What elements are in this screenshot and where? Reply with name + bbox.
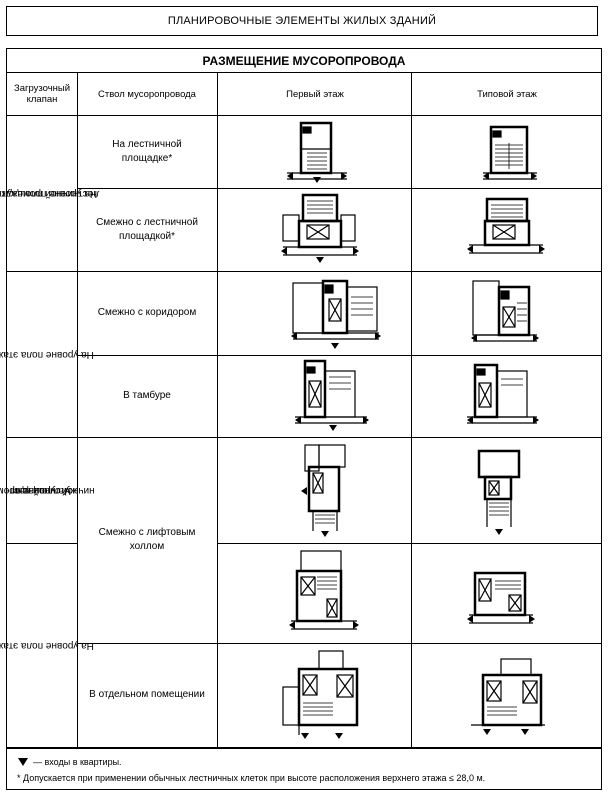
legend-text: — входы в квартиры. bbox=[33, 757, 122, 767]
header-shaft: Ствол мусоропровода bbox=[77, 73, 217, 115]
table-banner-text: РАЗМЕЩЕНИЕ МУСОРОПРОВОДА bbox=[202, 53, 406, 68]
floor-plan-first-7 bbox=[282, 650, 359, 739]
grid-line bbox=[7, 115, 601, 116]
floor-plan-typical-3 bbox=[471, 280, 539, 342]
header-valve-text: Загрузочный клапан bbox=[13, 83, 71, 105]
grid-line bbox=[217, 543, 601, 544]
shaft-label-6: В отдельном помещении bbox=[89, 689, 205, 700]
floor-plan-first-2 bbox=[281, 193, 359, 263]
header-shaft-text: Ствол мусоропровода bbox=[98, 88, 196, 100]
entrance-arrow-icon bbox=[18, 758, 28, 766]
floor-plan-first-3 bbox=[291, 279, 381, 349]
header-typical-floor-text: Типовой этаж bbox=[477, 88, 537, 100]
group-label-2: На уровне пола этажа bbox=[0, 349, 94, 360]
floor-plan-typical-2 bbox=[467, 197, 545, 254]
garbage-chute-table: РАЗМЕЩЕНИЕ МУСОРОПРОВОДА Загрузочный кла… bbox=[0, 48, 602, 790]
floor-plan-typical-1 bbox=[483, 125, 537, 180]
floor-plan-first-4 bbox=[295, 359, 369, 431]
grid-line bbox=[7, 543, 77, 544]
floor-plan-typical-6 bbox=[467, 571, 535, 624]
legend: — входы в квартиры. bbox=[17, 757, 122, 767]
floor-plan-first-1 bbox=[287, 121, 347, 183]
grid-line bbox=[217, 73, 218, 747]
grid-line bbox=[77, 73, 78, 747]
floor-plan-typical-7 bbox=[471, 658, 545, 735]
floor-plan-first-5 bbox=[301, 444, 346, 537]
footnote: * Допускается при применении обычных лес… bbox=[17, 773, 485, 783]
group-label-1: На уровне промежуточнойлестничной площад… bbox=[0, 188, 100, 199]
shaft-label-4: В тамбуре bbox=[123, 390, 171, 401]
grid-line bbox=[7, 747, 601, 749]
page-title: ПЛАНИРОВОЧНЫЕ ЭЛЕМЕНТЫ ЖИЛЫХ ЗДАНИЙ bbox=[6, 6, 598, 36]
table-banner: РАЗМЕЩЕНИЕ МУСОРОПРОВОДА bbox=[7, 49, 601, 73]
header-first-floor-text: Первый этаж bbox=[286, 88, 344, 100]
grid-line bbox=[77, 643, 601, 644]
grid-line bbox=[77, 188, 601, 189]
grid-line bbox=[411, 73, 412, 747]
header-valve: Загрузочный клапан bbox=[7, 73, 77, 115]
group-label-3: На уровне проме-жуточной лест-ничной пло… bbox=[0, 485, 96, 496]
page-title-text: ПЛАНИРОВОЧНЫЕ ЭЛЕМЕНТЫ ЖИЛЫХ ЗДАНИЙ bbox=[167, 15, 437, 27]
grid-line bbox=[7, 271, 601, 272]
shaft-label-3: Смежно с коридором bbox=[97, 307, 197, 318]
footnote-text: * Допускается при применении обычных лес… bbox=[17, 773, 486, 783]
floor-plan-first-6 bbox=[289, 550, 359, 630]
header-first-floor: Первый этаж bbox=[217, 73, 413, 115]
grid-line bbox=[7, 437, 601, 438]
grid-line bbox=[77, 355, 601, 356]
header-typical-floor: Типовой этаж bbox=[413, 73, 601, 115]
floor-plan-typical-5 bbox=[477, 449, 521, 535]
group-label-4: На уровне пола этажа bbox=[0, 640, 94, 651]
floor-plan-typical-4 bbox=[467, 363, 539, 424]
